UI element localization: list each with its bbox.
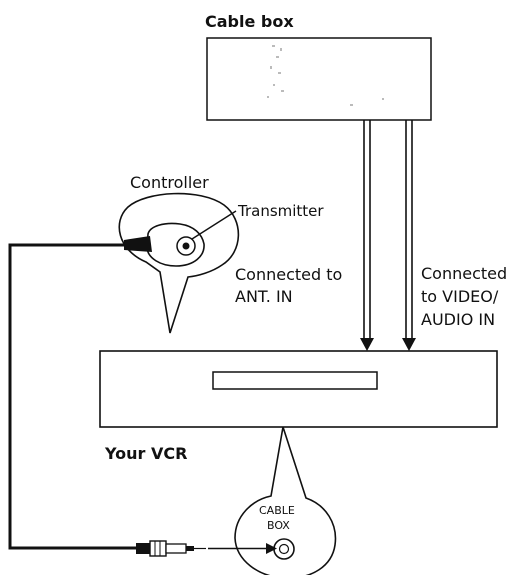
cable-ant-in [363,120,371,340]
cable-video-audio-in [405,120,413,340]
controller-body [146,222,205,267]
cable-box [206,37,432,121]
cable-box-label: Cable box [205,12,294,31]
arrowhead-video-audio-in [402,338,416,351]
transmitter-leader-line [191,210,237,240]
arrow-to-jack [208,543,277,554]
connected-video-line3: AUDIO IN [421,310,495,329]
arrowhead-ant-in [360,338,374,351]
controller-cable [8,243,138,550]
connected-video-line1: Connected [421,264,507,283]
connected-ant-line2: ANT. IN [235,287,293,306]
jack-callout [234,426,337,575]
controller-label: Controller [130,173,209,192]
jack-label-line2: BOX [267,519,290,532]
connected-video-line2: to VIDEO/ [421,287,499,306]
cable-box-jack-center [278,543,290,555]
cable-box-speckles [267,45,384,106]
transmitter-icon [182,242,190,250]
controller-plug [124,236,152,252]
connected-ant-line1: Connected to [235,265,342,284]
jack-label-line1: CABLE [259,504,295,517]
vcr-cassette-slot [212,371,378,390]
transmitter-label: Transmitter [237,202,324,220]
your-vcr-label: Your VCR [104,444,187,463]
minijack-plug [136,540,206,557]
